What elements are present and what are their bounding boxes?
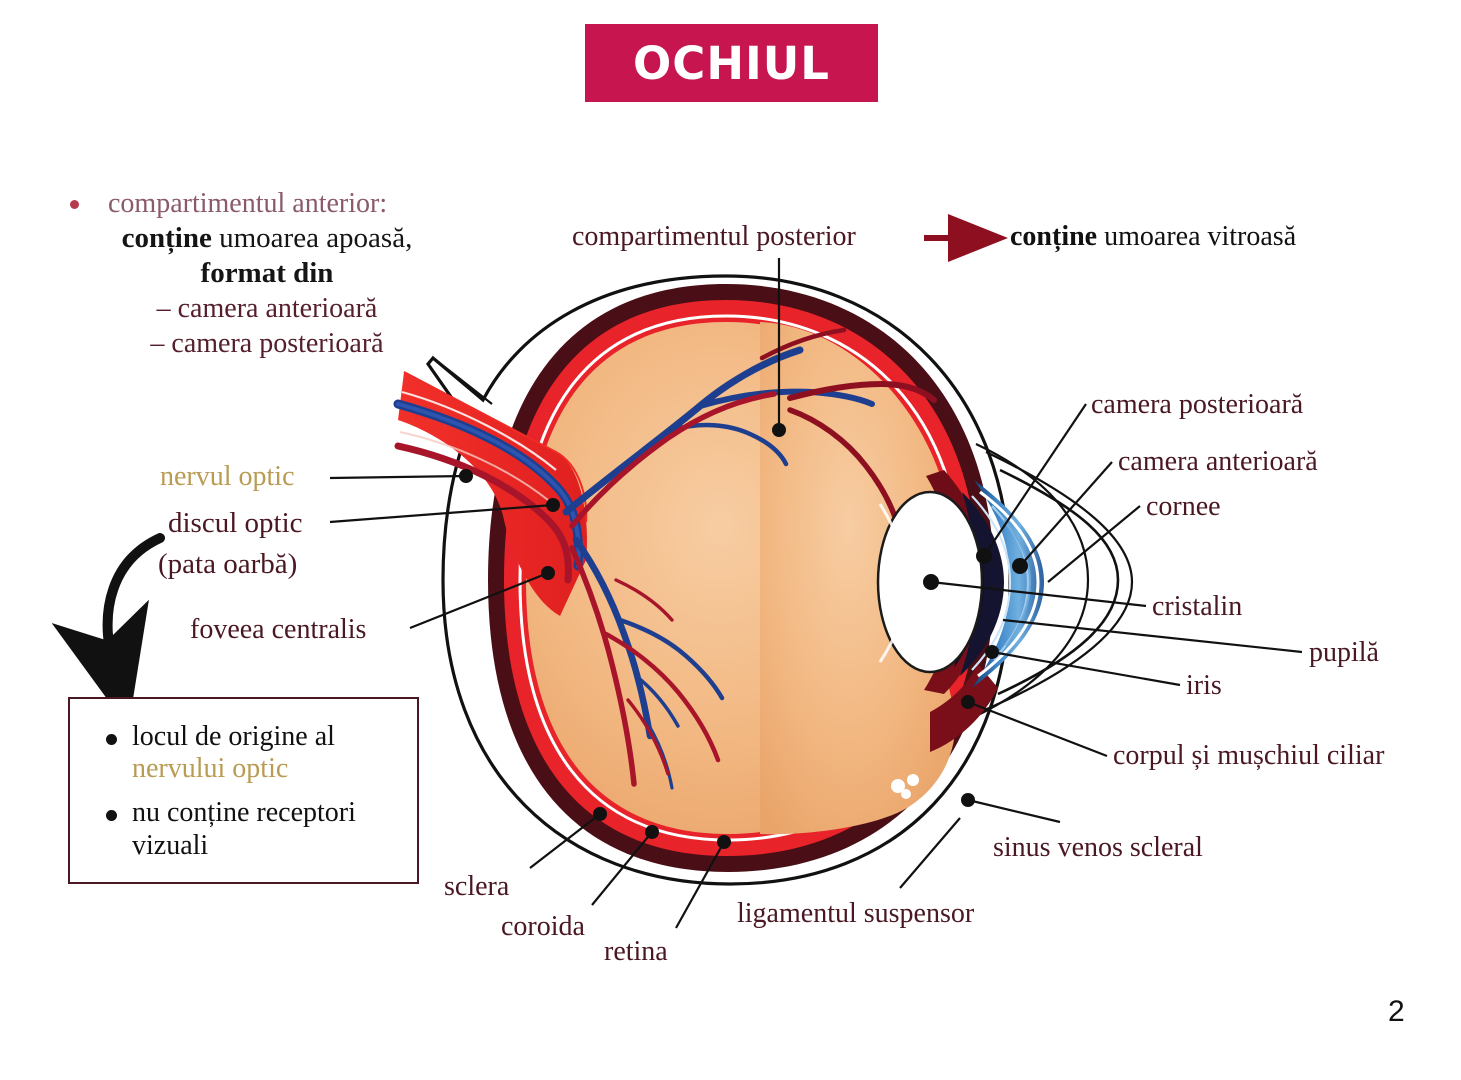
page-number: 2	[1388, 995, 1405, 1028]
label-contine-umoarea-vitroasa: conține umoarea vitroasă	[1010, 222, 1296, 251]
title-banner: OCHIUL	[585, 24, 878, 102]
anterior-compartment-heading-text: compartimentul anterior:	[108, 188, 388, 219]
label-retina: retina	[604, 936, 668, 967]
label-foveea-centralis: foveea centralis	[190, 614, 367, 645]
label-camera-anterioara: camera anterioară	[1118, 446, 1318, 477]
lens	[876, 490, 984, 674]
vitreous-anterior-lobe	[760, 322, 956, 835]
optic-nerve	[393, 371, 588, 616]
bullet-icon	[70, 200, 79, 209]
info-box-item-1: locul de origine al nervului optic	[70, 721, 417, 785]
bullet-icon	[106, 734, 117, 745]
contine-keyword: conține	[121, 222, 212, 254]
contine-keyword: conține	[1010, 221, 1098, 252]
anterior-compartment-item-0: – camera anterioară	[156, 293, 378, 324]
bullet-icon	[106, 810, 117, 822]
info-box-item-2: nu conține receptori vizuali	[70, 797, 417, 861]
info-box-item-2-line2: vizuali	[132, 829, 209, 861]
umoarea-vitroasa-text: umoarea vitroasă	[1097, 221, 1297, 252]
label-discul-optic: discul optic	[168, 507, 303, 539]
info-box-item-2-line1: nu conține receptori	[132, 797, 356, 829]
anterior-compartment-block: compartimentul anterior: conține umoarea…	[62, 188, 472, 360]
label-cristalin: cristalin	[1152, 591, 1243, 622]
label-iris: iris	[1186, 670, 1222, 701]
lens-vitreous-boundary	[878, 503, 908, 663]
info-box-item-1-line1: locul de origine al	[132, 721, 335, 752]
label-ligamentul-suspensor: ligamentul suspensor	[737, 898, 975, 929]
anterior-compartment-item-1: – camera posterioară	[150, 328, 384, 359]
anterior-compartment-line2-rest: umoarea apoasă,	[211, 222, 413, 254]
label-camera-posterioara: camera posterioară	[1091, 389, 1304, 420]
anterior-compartment-line3: format din	[200, 257, 334, 289]
label-cornee: cornee	[1146, 491, 1221, 522]
label-coroida: coroida	[501, 911, 585, 942]
label-sclera: sclera	[444, 871, 510, 902]
page-title: OCHIUL	[633, 36, 830, 90]
label-corpul-si-muschiul-ciliar: corpul și mușchiul ciliar	[1113, 740, 1385, 771]
label-nervul-optic: nervul optic	[160, 461, 295, 492]
label-pupila: pupilă	[1309, 637, 1379, 668]
anterior-compartment-heading: compartimentul anterior:	[62, 188, 472, 220]
info-box-item-1-line2: nervului optic	[132, 753, 289, 785]
label-compartimentul-posterior: compartimentul posterior	[572, 221, 856, 252]
retinal-vessels	[562, 327, 937, 790]
suspensory-ligament-highlights	[891, 774, 919, 799]
optic-disc-info-box: locul de origine al nervului optic nu co…	[68, 697, 419, 884]
anterior-compartment-line2: conține umoarea apoasă,	[62, 222, 472, 255]
label-pata-oarba: (pata oarbă)	[158, 548, 298, 580]
label-sinus-venos-scleral: sinus venos scleral	[993, 832, 1203, 863]
